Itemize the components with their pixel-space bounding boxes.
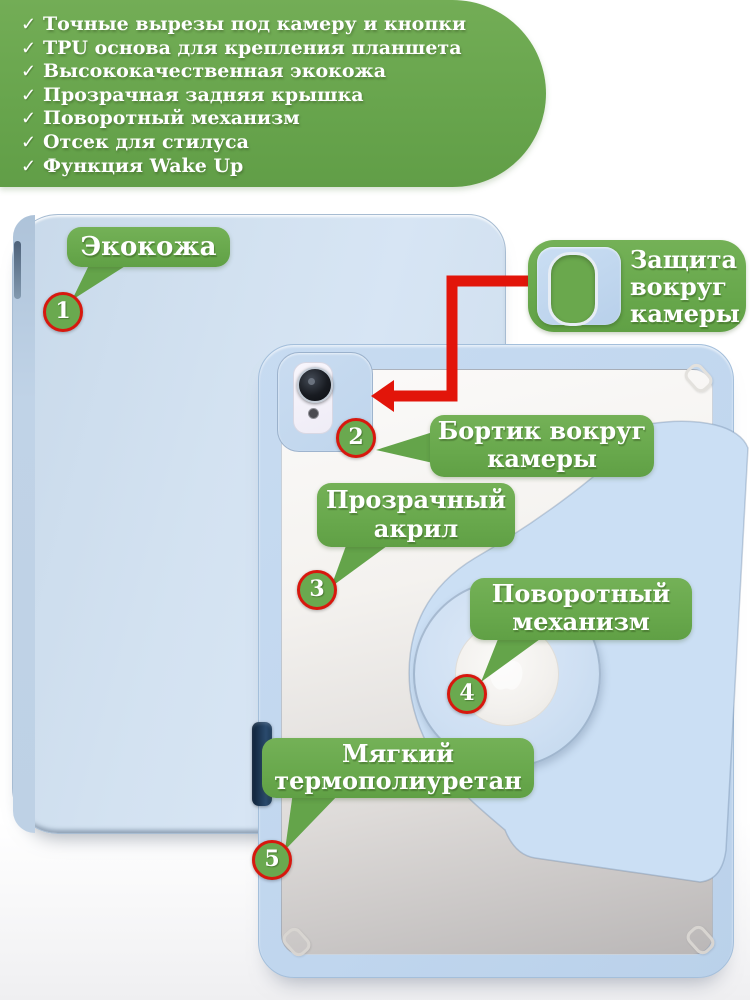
checkmark-icon: ✓ [21, 155, 37, 177]
feature-item: ✓ Точные вырезы под камеру и кнопки [21, 13, 546, 37]
feature-item: ✓ Отсек для стилуса [21, 131, 546, 155]
feature-item: ✓ TPU основа для крепления планшета [21, 37, 546, 61]
badge-4: 4 [447, 674, 487, 714]
feature-banner: ✓ Точные вырезы под камеру и кнопки ✓ TPU … [0, 0, 546, 187]
checkmark-icon: ✓ [21, 131, 37, 153]
camera-flash-dot [308, 408, 319, 419]
callout-text: механизм [512, 607, 650, 636]
feature-text: TPU основа для крепления планшета [43, 36, 462, 59]
callout-text: Бортик вокруг [437, 416, 647, 445]
callout-text: Поворотный [491, 579, 671, 608]
callout-text: Прозрачный [325, 485, 507, 514]
feature-item: ✓ Прозрачная задняя крышка [21, 84, 546, 108]
camera-lens-icon [297, 367, 333, 403]
badge-1: 1 [43, 292, 83, 332]
feature-text: Функция Wake Up [43, 154, 244, 177]
feature-text: Прозрачная задняя крышка [43, 83, 364, 106]
feature-list: ✓ Точные вырезы под камеру и кнопки ✓ TPU … [0, 0, 546, 178]
feature-text: Отсек для стилуса [43, 130, 249, 153]
feature-text: Точные вырезы под камеру и кнопки [43, 13, 467, 35]
callout-text: Мягкий [342, 739, 454, 768]
callout-text: термополиуретан [274, 766, 522, 795]
lens-highlight [308, 378, 315, 385]
callout-text: вокруг [630, 272, 727, 301]
callout-ecoleather: Экокожа [67, 227, 230, 267]
feature-text: Поворотный механизм [43, 107, 300, 130]
callout-text: Защита [630, 245, 738, 274]
feature-text: Высококачественная экокожа [43, 60, 387, 83]
checkmark-icon: ✓ [21, 84, 37, 106]
callout-text: Экокожа [80, 232, 217, 262]
callout-acrylic: Прозрачный акрил [317, 483, 515, 547]
badge-2: 2 [336, 418, 376, 458]
callout-text: камеры [630, 299, 740, 328]
cover-spine-edge [14, 241, 21, 299]
cover-spine [13, 215, 35, 833]
callout-camera-rim: Бортик вокруг камеры [430, 415, 654, 477]
camera-protection-closeup [537, 247, 621, 326]
checkmark-icon: ✓ [21, 37, 37, 59]
checkmark-icon: ✓ [21, 14, 37, 35]
badge-3: 3 [297, 570, 337, 610]
feature-item: ✓ Функция Wake Up [21, 155, 546, 179]
feature-item: ✓ Высококачественная экокожа [21, 60, 546, 84]
camera-pill-cutout-icon [548, 252, 598, 326]
callout-soft-tpu: Мягкий термополиуретан [262, 738, 534, 798]
checkmark-icon: ✓ [21, 61, 37, 83]
callout-camera-protection: Защита вокруг камеры [528, 240, 746, 332]
badge-5: 5 [252, 840, 292, 880]
callout-swivel: Поворотный механизм [470, 578, 692, 640]
callout-text: акрил [373, 514, 459, 543]
callout-text: камеры [487, 444, 597, 473]
feature-item: ✓ Поворотный механизм [21, 107, 546, 131]
checkmark-icon: ✓ [21, 108, 37, 130]
